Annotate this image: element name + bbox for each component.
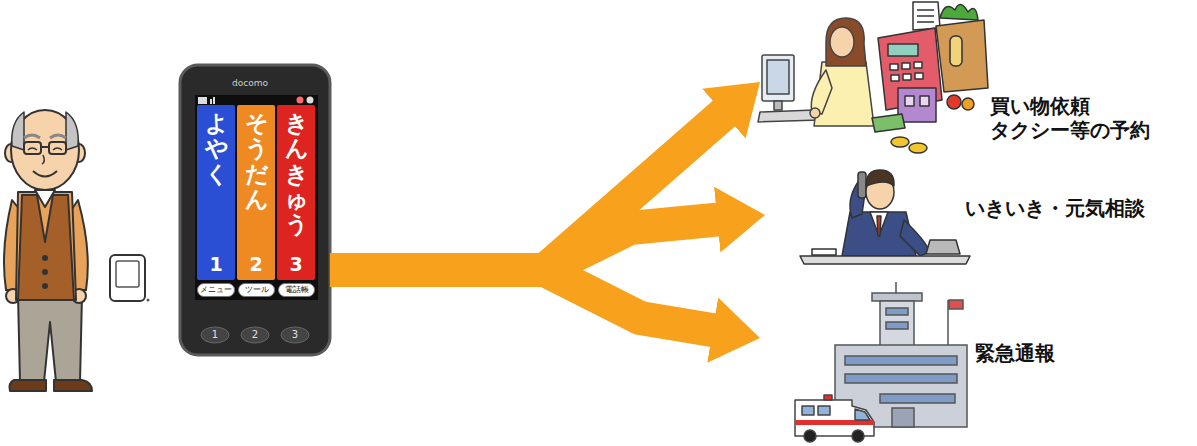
service-label: 買い物依頼 (990, 95, 1090, 118)
mobile-phone (180, 65, 330, 355)
phone-device: docomo よやく 1 そうだん 2 きんきゅう 3 メニュー ツール 電話帳 (180, 65, 330, 355)
elderly-man (4, 110, 92, 391)
menu-label: よやく (205, 111, 228, 187)
office-worker (758, 18, 874, 126)
screen-button: 電話帳 (278, 283, 315, 297)
key-number: 2 (245, 329, 265, 341)
service-label: タクシー等の予約 (990, 119, 1150, 142)
small-phone (110, 255, 150, 302)
menu-label: そうだん (245, 111, 268, 212)
menu-column: そうだん 2 (237, 105, 275, 280)
flow-arrow (330, 270, 723, 332)
button-label: 電話帳 (285, 286, 309, 294)
menu-number: 1 (209, 255, 222, 274)
service-label: いきいき・元気相談 (965, 197, 1145, 220)
hospital (835, 282, 967, 427)
flow-arrow (330, 107, 731, 270)
service-group: いきいき・元気相談 (765, 165, 1190, 270)
service-group: 緊急通報 (760, 285, 1090, 445)
service-group: 買い物依頼タクシー等の予約 (760, 0, 1190, 160)
shopping-goods (872, 2, 988, 153)
menu-column: よやく 1 (197, 105, 235, 280)
menu-number: 3 (289, 255, 302, 274)
ambulance (795, 395, 874, 442)
button-label: メニュー (200, 286, 232, 294)
service-label: 緊急通報 (975, 342, 1055, 365)
menu-label: きんきゅう (285, 111, 308, 237)
key-number: 1 (205, 329, 225, 341)
screen-button: メニュー (197, 283, 235, 297)
key-number: 3 (285, 329, 305, 341)
menu-column: きんきゅう 3 (277, 105, 315, 280)
button-label: ツール (245, 286, 269, 294)
consultant (800, 170, 970, 264)
brand-label: docomo (232, 79, 268, 88)
menu-number: 2 (249, 255, 262, 274)
screen-button: ツール (238, 283, 275, 297)
